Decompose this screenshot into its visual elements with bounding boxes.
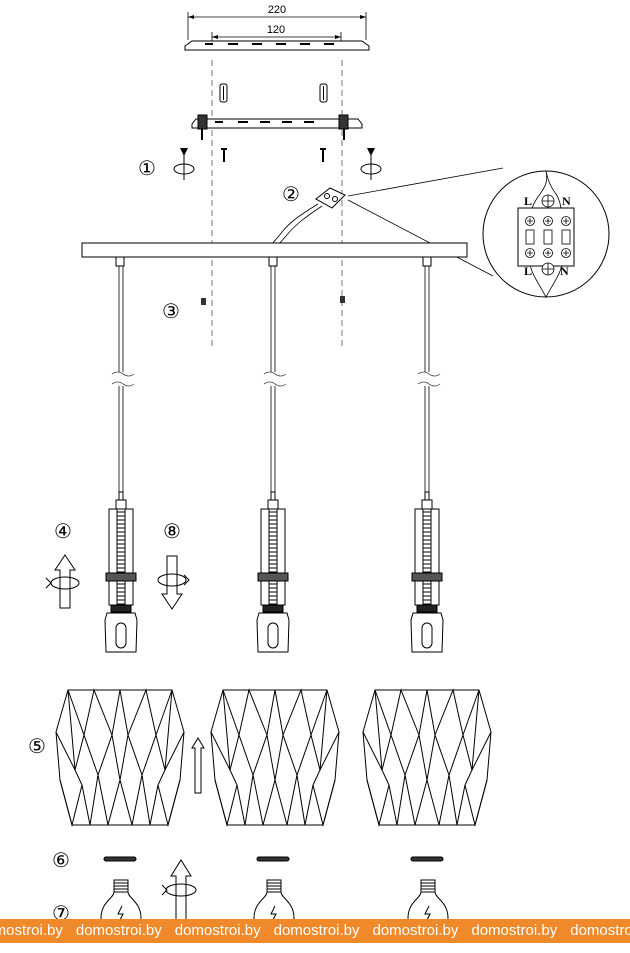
unscrew-arrow-icon	[45, 554, 80, 609]
lamp-shade-3	[362, 689, 492, 826]
terminal-label-n-bottom: N	[560, 264, 569, 278]
wall-plug-left	[219, 83, 228, 103]
rotate-icon-right	[360, 148, 382, 180]
terminal-label-n-top: N	[562, 194, 571, 208]
step-6-number: ⑥	[52, 848, 70, 872]
dimension-220: 220	[187, 4, 367, 40]
step-4-number: ④	[54, 519, 72, 543]
dimension-120: 120	[211, 24, 342, 46]
lamp-socket-1	[104, 491, 138, 653]
lamp-shade-2	[210, 689, 340, 826]
cable-connector-right	[340, 296, 345, 303]
watermark-text: domostroi.by	[174, 922, 261, 939]
zoom-connector-lines	[347, 167, 504, 277]
screw-down-arrow-icon	[157, 555, 190, 610]
screw-right	[320, 148, 326, 162]
shade-up-arrow-icon	[191, 737, 205, 794]
wiring-detail-circle: L N L N	[482, 170, 610, 298]
watermark-text: domostroi.by	[75, 922, 162, 939]
suspension-cables	[111, 266, 441, 492]
lamp-socket-3	[410, 491, 444, 653]
watermark-text: domostroi.by	[0, 922, 63, 939]
watermark-text: domostroi.by	[273, 922, 360, 939]
terminal-label-l-top: L	[524, 194, 532, 208]
step-1-number: ①	[138, 156, 156, 180]
watermark-banner: domostroi.by domostroi.by domostroi.by domo…	[0, 919, 630, 943]
dimension-outer-label: 220	[268, 4, 286, 16]
mounting-plate	[184, 40, 370, 51]
terminal-block	[267, 187, 346, 251]
lamp-shade-1	[55, 689, 185, 826]
step-5-number: ⑤	[28, 734, 46, 758]
retaining-rings	[103, 856, 444, 862]
guide-lines	[211, 60, 343, 350]
screw-in-arrow-icon	[161, 859, 197, 921]
lamp-socket-2	[256, 491, 290, 653]
watermark-text: domostroi.by	[471, 922, 558, 939]
rotate-icon-left	[173, 148, 195, 180]
step-3-number: ③	[162, 299, 180, 323]
screw-left	[221, 148, 227, 162]
step-2-number: ②	[282, 182, 300, 206]
dimension-inner-label: 120	[267, 24, 285, 36]
step-8-number: ⑧	[163, 519, 181, 543]
watermark-text: domostroi.by	[570, 922, 630, 939]
wall-plug-right	[319, 83, 328, 103]
terminal-label-l-bottom: L	[524, 264, 532, 278]
canopy-bar	[81, 242, 468, 267]
ceiling-bracket	[191, 114, 363, 140]
watermark-text: domostroi.by	[372, 922, 459, 939]
cable-connector-left	[201, 298, 206, 305]
